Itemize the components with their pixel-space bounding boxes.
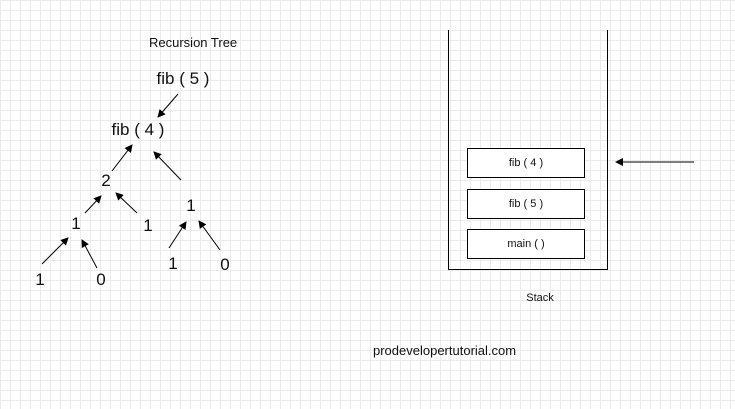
arrow-1left-to-2: [84, 195, 102, 214]
arrow-1right-to-fib4: [153, 151, 182, 181]
leaf-value-0-right: 0: [220, 255, 230, 274]
node-value-1-mid: 1: [143, 216, 153, 235]
node-fib-4: fib ( 4 ): [111, 120, 165, 139]
arrow-leaf1b-to-1right: [168, 221, 187, 249]
stack-frame-fib-4: fib ( 4 ): [467, 148, 585, 178]
stack-frame-label: fib ( 4 ): [508, 157, 544, 169]
leaf-value-1-right: 1: [168, 254, 178, 273]
stack-right-wall: [607, 30, 608, 270]
stack-frame-label: fib ( 5 ): [508, 198, 544, 210]
node-fib-5: fib ( 5 ): [156, 69, 210, 88]
stack-label: Stack: [526, 292, 554, 304]
arrow-leaf0-to-1left: [81, 239, 98, 269]
node-value-1-right: 1: [186, 196, 196, 215]
arrow-fib4-to-fib5: [157, 93, 179, 118]
stack-bottom-wall: [448, 269, 608, 270]
arrow-1mid-to-2: [115, 192, 138, 214]
leaf-value-0: 0: [96, 270, 106, 289]
stack-left-wall: [448, 30, 449, 270]
node-value-1-left: 1: [71, 214, 81, 233]
node-value-2: 2: [101, 171, 111, 190]
arrow-2-to-fib4: [111, 144, 133, 172]
arrow-leaf1-to-1left: [41, 237, 69, 265]
arrow-leaf0b-to-1right: [198, 220, 221, 251]
recursion-tree-title: Recursion Tree: [149, 35, 238, 50]
stack-frame-fib-5: fib ( 5 ): [467, 189, 585, 219]
leaf-value-1: 1: [35, 270, 45, 289]
stack-frame-label: main ( ): [507, 238, 545, 250]
watermark-text: prodevelopertutorial.com: [373, 343, 517, 358]
stack-frame-main: main ( ): [467, 229, 585, 259]
